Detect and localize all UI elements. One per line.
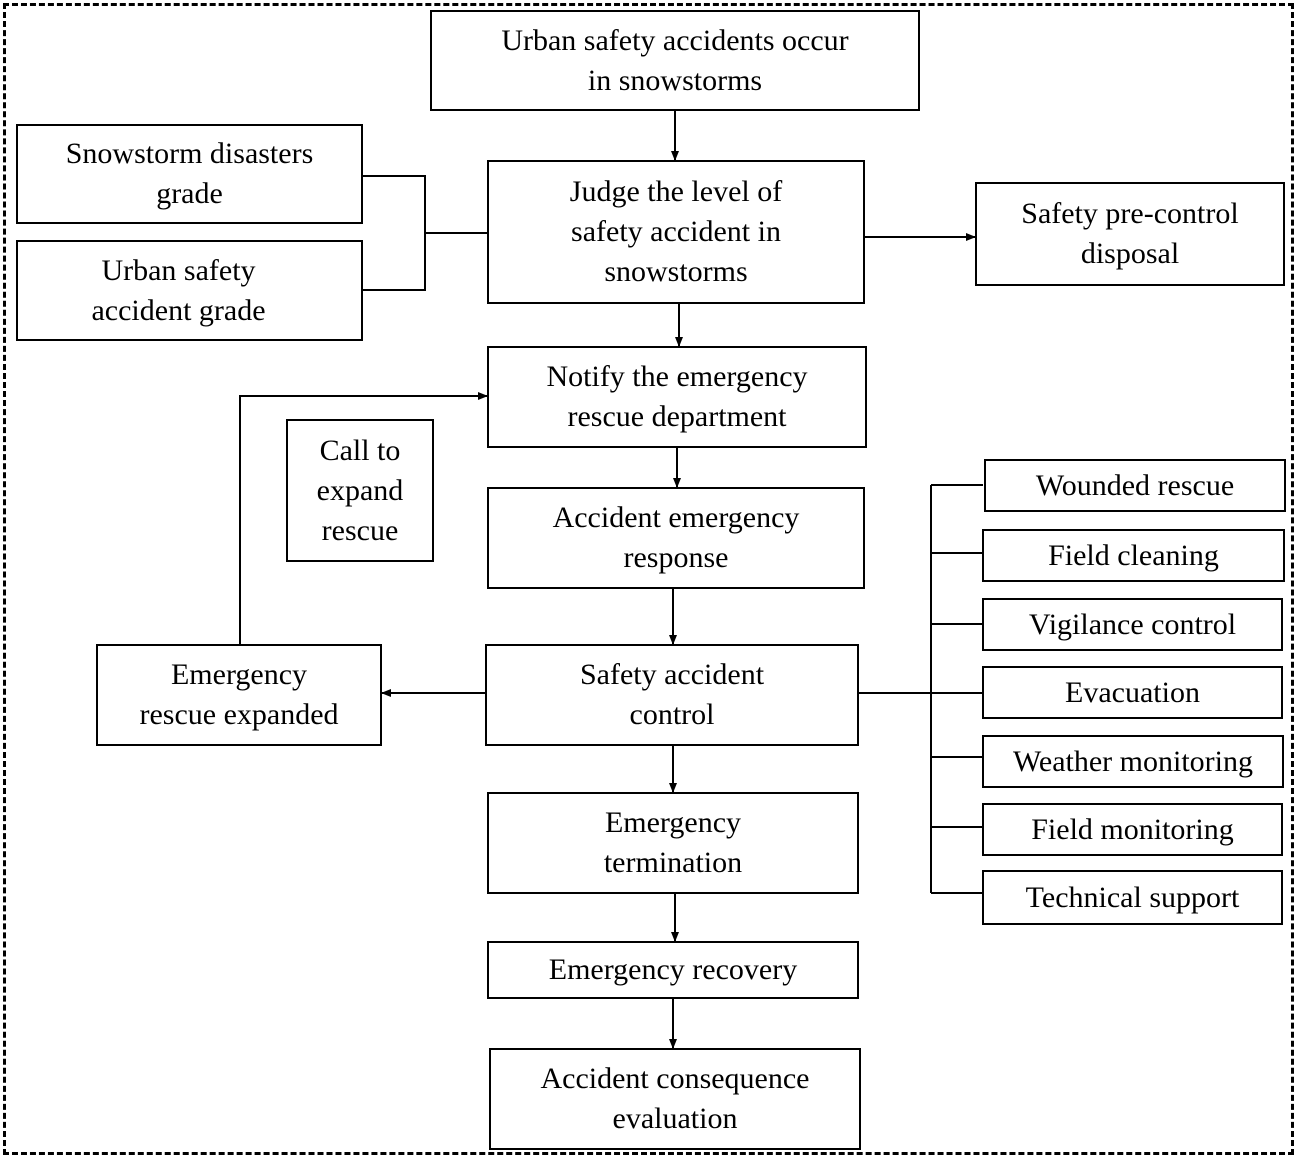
dashed-boundary [3,3,1294,1155]
task-wounded-rescue: Wounded rescue [984,459,1286,512]
task-label: Wounded rescue [1035,468,1235,502]
box-emergency-termination-label: Emergency termination [603,806,743,879]
task-label: Weather monitoring [1012,744,1253,778]
box-accident-control-label: Safety accident control [579,658,765,731]
task-technical-support: Technical support [982,870,1283,925]
box-consequence-evaluation-label: Accident consequence evaluation [540,1062,810,1135]
task-label: Technical support [1025,880,1240,914]
box-emergency-termination: Emergency termination [487,792,859,894]
box-judge-level-label: Judge the level of safety accident in sn… [569,175,783,288]
box-snowstorm-grade-label: Snowstorm disasters grade [65,137,314,210]
task-vigilance-control: Vigilance control [982,598,1283,651]
task-field-monitoring: Field monitoring [982,803,1283,856]
task-label: Field monitoring [1031,812,1234,846]
box-notify-rescue: Notify the emergency rescue department [487,346,867,448]
box-emergency-recovery: Emergency recovery [487,941,859,999]
box-rescue-expanded: Emergency rescue expanded [96,644,382,746]
box-urban-grade: Urban safety accident grade [16,240,363,341]
box-accidents-occur-label: Urban safety accidents occur in snowstor… [501,23,849,97]
box-call-expand-rescue-label: Call to expand rescue [316,433,404,547]
task-label: Vigilance control [1028,607,1237,641]
task-label: Field cleaning [1048,538,1219,572]
box-emergency-response: Accident emergency response [487,487,865,589]
box-notify-rescue-label: Notify the emergency rescue department [546,360,808,433]
task-label: Evacuation [1065,675,1200,709]
box-snowstorm-grade: Snowstorm disasters grade [16,124,363,224]
box-accidents-occur: Urban safety accidents occur in snowstor… [430,10,920,111]
box-consequence-evaluation: Accident consequence evaluation [489,1048,861,1150]
box-safety-precontrol-label: Safety pre-control disposal [1021,197,1239,270]
arrow-expanded-to-notify [239,392,488,644]
box-emergency-recovery-label: Emergency recovery [548,953,798,986]
task-weather-monitoring: Weather monitoring [982,735,1284,788]
task-field-cleaning: Field cleaning [982,529,1285,582]
box-safety-precontrol: Safety pre-control disposal [975,182,1285,286]
box-call-expand-rescue: Call to expand rescue [286,419,434,562]
box-rescue-expanded-label: Emergency rescue expanded [139,658,339,731]
box-judge-level: Judge the level of safety accident in sn… [487,160,865,304]
box-emergency-response-label: Accident emergency response [552,501,800,574]
line-snowstorm-grade [363,175,426,291]
box-accident-control: Safety accident control [485,644,859,746]
task-evacuation: Evacuation [982,666,1283,719]
box-urban-grade-label: Urban safety accident grade [91,253,266,327]
